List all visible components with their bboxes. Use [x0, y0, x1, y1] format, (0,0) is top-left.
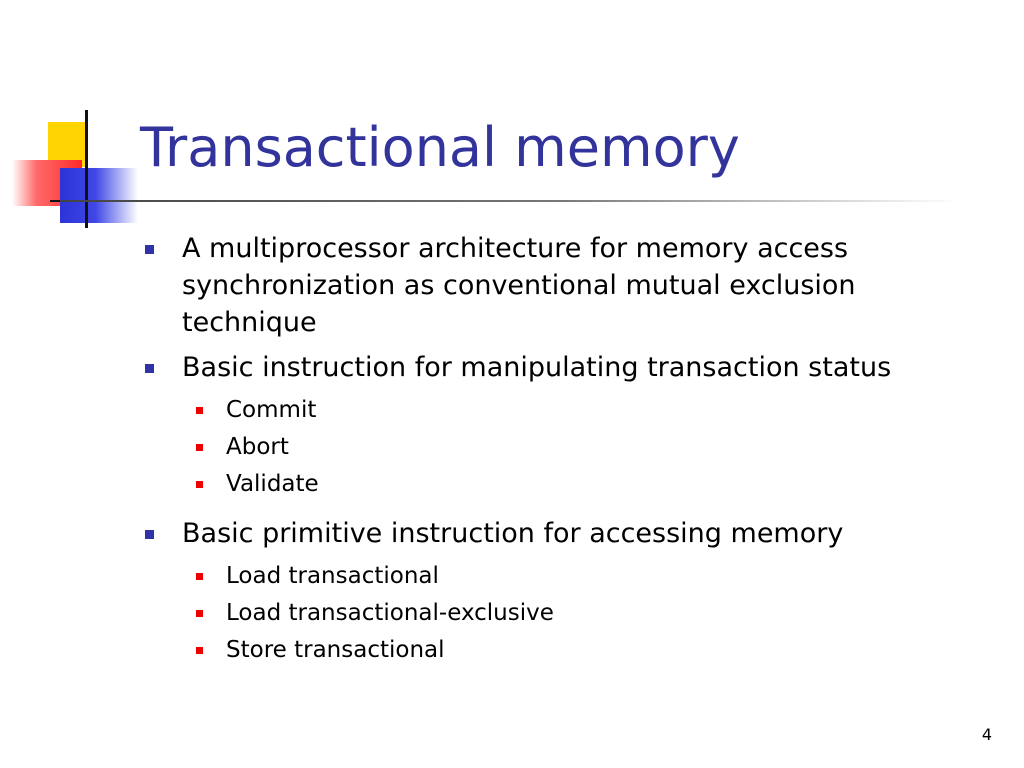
red-square-bullet-icon	[196, 407, 203, 414]
sub-item-store-transactional: Store transactional	[140, 632, 980, 669]
sub-item-validate: Validate	[140, 466, 980, 503]
sub-item-text: Abort	[226, 434, 289, 460]
red-square-bullet-icon	[196, 573, 203, 580]
sub-item-text: Load transactional-exclusive	[226, 600, 554, 626]
sub-item-text: Commit	[226, 397, 317, 423]
bullet-text: Basic primitive instruction for accessin…	[182, 518, 844, 549]
bullet-list: A multiprocessor architecture for memory…	[140, 230, 980, 681]
red-square-bullet-icon	[196, 481, 203, 488]
sub-item-commit: Commit	[140, 392, 980, 429]
sub-item-text: Store transactional	[226, 637, 445, 663]
square-bullet-icon	[145, 245, 154, 254]
page-number: 4	[981, 725, 992, 744]
bullet-text: A multiprocessor architecture for memory…	[182, 233, 856, 338]
sub-item-load-transactional: Load transactional	[140, 558, 980, 595]
red-square-bullet-icon	[196, 610, 203, 617]
red-square-bullet-icon	[196, 444, 203, 451]
square-bullet-icon	[145, 530, 154, 539]
yellow-square	[48, 122, 88, 167]
sub-item-load-transactional-exclusive: Load transactional-exclusive	[140, 595, 980, 632]
square-bullet-icon	[145, 364, 154, 373]
sub-bullet-list: Load transactional Load transactional-ex…	[140, 558, 980, 669]
sub-item-text: Validate	[226, 471, 319, 497]
logo-vertical-line	[85, 110, 88, 228]
title-divider	[60, 200, 960, 202]
bullet-item-3: Basic primitive instruction for accessin…	[140, 515, 980, 552]
sub-bullet-list: Commit Abort Validate	[140, 392, 980, 503]
decorative-squares-logo	[0, 100, 160, 240]
slide-title: Transactional memory	[140, 116, 740, 179]
bullet-item-2: Basic instruction for manipulating trans…	[140, 349, 980, 386]
bullet-item-1: A multiprocessor architecture for memory…	[140, 230, 980, 341]
blue-square	[60, 168, 138, 223]
sub-item-text: Load transactional	[226, 563, 439, 589]
sub-item-abort: Abort	[140, 429, 980, 466]
bullet-text: Basic instruction for manipulating trans…	[182, 352, 892, 383]
red-square-bullet-icon	[196, 647, 203, 654]
